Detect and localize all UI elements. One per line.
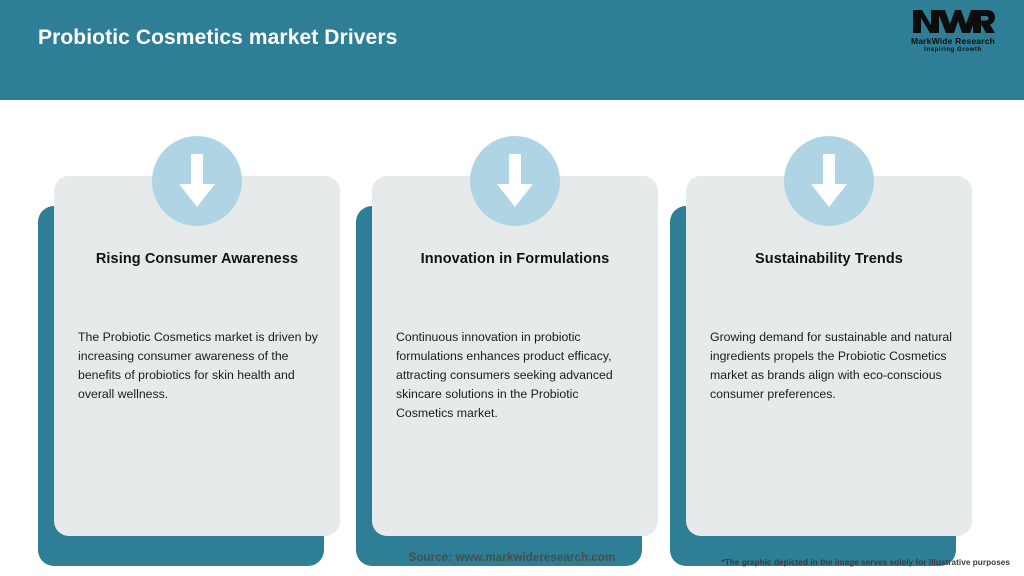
drivers-card-row: Rising Consumer Awareness The Probiotic … [0, 100, 1024, 566]
down-arrow-icon [179, 154, 215, 207]
logo-company-name: MarkWide Research [910, 36, 996, 46]
disclaimer-note: *The graphic depicted in the image serve… [721, 558, 1010, 567]
card-description: Continuous innovation in probiotic formu… [396, 330, 613, 420]
down-arrow-badge [784, 136, 874, 226]
card-title: Rising Consumer Awareness [95, 251, 299, 267]
card-title: Innovation in Formulations [420, 251, 610, 267]
card-title: Sustainability Trends [755, 251, 903, 267]
card-description: The Probiotic Cosmetics market is driven… [78, 330, 318, 401]
driver-card[interactable]: Rising Consumer Awareness The Probiotic … [38, 136, 340, 566]
card-panel: Innovation in Formulations Continuous in… [372, 176, 658, 536]
down-arrow-icon [497, 154, 533, 207]
driver-card[interactable]: Sustainability Trends Growing demand for… [670, 136, 972, 566]
logo-tagline: Inspiring Growth [924, 47, 982, 53]
mwr-logo-icon [913, 10, 995, 33]
card-panel: Sustainability Trends Growing demand for… [686, 176, 972, 536]
brand-logo: MarkWide Research Inspiring Growth [898, 8, 1008, 58]
down-arrow-badge [470, 136, 560, 226]
card-description: Growing demand for sustainable and natur… [710, 330, 952, 401]
card-panel: Rising Consumer Awareness The Probiotic … [54, 176, 340, 536]
source-label: Source: www.markwideresearch.com [408, 552, 616, 564]
down-arrow-badge [152, 136, 242, 226]
driver-card[interactable]: Innovation in Formulations Continuous in… [356, 136, 658, 566]
page-header: Probiotic Cosmetics market Drivers MarkW… [0, 0, 1024, 100]
page-title: Probiotic Cosmetics market Drivers [38, 26, 398, 49]
down-arrow-icon [811, 154, 847, 207]
